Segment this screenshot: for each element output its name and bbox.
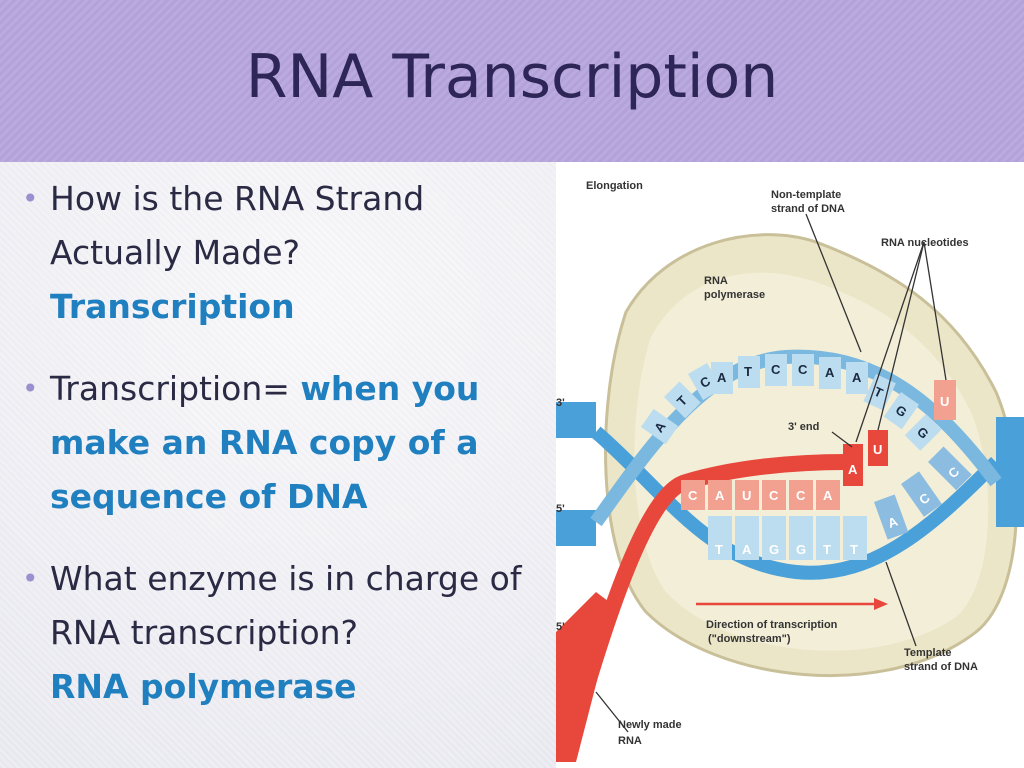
bullet-question: Transcription= <box>50 369 301 408</box>
base-label: A <box>852 370 862 385</box>
bullet-item: • What enzyme is in charge of RNA transc… <box>20 552 548 714</box>
rna-polymerase-label-line2: polymerase <box>704 289 765 301</box>
title-bar <box>0 0 1024 162</box>
base-label: T <box>744 364 752 379</box>
non-template-label-line2: strand of DNA <box>771 203 845 215</box>
bullet-item: • How is the RNA Strand Actually Made? T… <box>20 172 548 334</box>
base-label: A <box>823 488 833 503</box>
newly-made-rna-label: Newly made <box>618 719 682 731</box>
base-label: C <box>688 488 698 503</box>
newly-made-rna-label-line2: RNA <box>618 735 642 747</box>
base-label: T <box>850 542 858 557</box>
base-label: A <box>742 542 752 557</box>
direction-arrowhead <box>874 598 888 610</box>
three-prime-end-label: 3' end <box>788 421 819 433</box>
bullet-answer: RNA polymerase <box>50 667 357 706</box>
transcription-diagram: A T C A T C C A A T G G C A U C C A A U <box>556 180 1024 762</box>
base-label: T <box>715 542 723 557</box>
base-label: U <box>873 442 882 457</box>
base-label: T <box>823 542 831 557</box>
template-strand-label: Template <box>904 647 951 659</box>
rna-bases: C A U C C A <box>681 480 840 510</box>
base-label: G <box>796 542 806 557</box>
base-label: C <box>771 362 781 377</box>
base-label: U <box>940 394 949 409</box>
three-prime-marker: 3' <box>556 397 565 409</box>
template-strand-label-line2: strand of DNA <box>904 661 978 673</box>
direction-label: Direction of transcription <box>706 619 838 631</box>
template-bases: T A G G T T A C C <box>708 446 972 560</box>
base-label: A <box>717 370 727 385</box>
direction-label-line2: ("downstream") <box>708 633 791 645</box>
dna-left-stub-bottom <box>556 510 596 546</box>
bullet-dot: • <box>22 372 39 405</box>
base-label: A <box>825 365 835 380</box>
base-label: A <box>848 462 858 477</box>
elongation-label: Elongation <box>586 180 643 192</box>
bullet-dot: • <box>22 562 39 595</box>
base-label: A <box>715 488 725 503</box>
non-template-label: Non-template <box>771 189 841 201</box>
bullet-question: How is the RNA Strand Actually Made? <box>50 179 425 272</box>
base-label: G <box>769 542 779 557</box>
template-strand <box>591 426 1001 580</box>
slide-title: RNA Transcription <box>245 42 779 112</box>
transcription-figure: A T C A T C C A A T G G C A U C C A A U <box>556 162 1024 768</box>
non-template-bases: A T C A T C C A A T G G <box>641 354 942 451</box>
dna-right-stub <box>996 417 1024 527</box>
bullet-item: • Transcription= when you make an RNA co… <box>20 362 548 524</box>
rna-nucleotides-label: RNA nucleotides <box>881 237 969 249</box>
bullet-list: • How is the RNA Strand Actually Made? T… <box>20 172 548 742</box>
incoming-nucleotides: A U U <box>843 380 956 486</box>
base-label: U <box>742 488 751 503</box>
rna-polymerase-label: RNA <box>704 275 728 287</box>
base-label: C <box>796 488 806 503</box>
base-label: C <box>798 362 808 377</box>
bullet-answer: when you make an RNA copy of a sequence … <box>50 369 480 516</box>
five-prime-marker: 5' <box>556 503 565 515</box>
five-prime-marker-rna: 5' <box>556 621 565 633</box>
bullet-question: What enzyme is in charge of RNA transcri… <box>50 559 522 652</box>
bullet-dot: • <box>22 182 39 215</box>
dna-left-stub-top <box>556 402 596 438</box>
pointer-lines <box>595 213 947 733</box>
bullet-answer: Transcription <box>50 287 295 326</box>
newly-made-rna-ribbon <box>556 592 616 762</box>
base-label: C <box>769 488 779 503</box>
